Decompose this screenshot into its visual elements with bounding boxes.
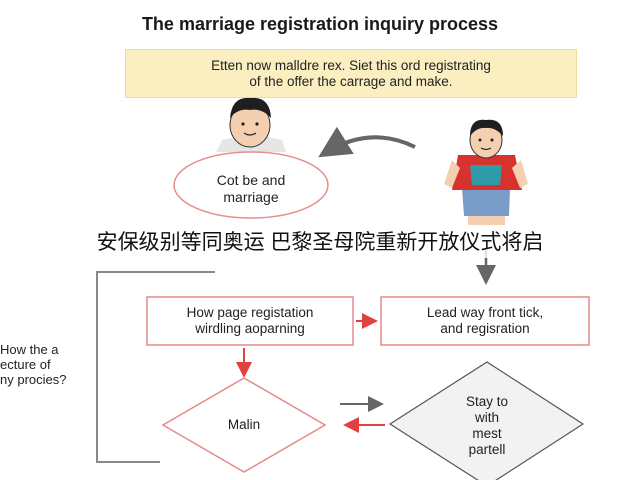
diamond-left-label: Malin [227,417,261,432]
curved-arrow [318,126,416,158]
overlay-caption: 安保级别等同奥运 巴黎圣母院重新开放仪式将启 [0,228,640,258]
box-right-line-1: Lead way front tick, [426,305,544,320]
diamond-right-line-1: Stay to [465,394,509,409]
box-right-line-2: and regisration [440,321,530,336]
diamond-right-line-3: mest [472,426,502,441]
box-left-label: How page registation wirdling aoparning [147,305,353,337]
box-left-line-2: wirdling aoparning [195,321,305,336]
left-connector-line [96,271,215,463]
diagram-title: The marriage registration inquiry proces… [141,14,499,34]
oval-line-1: Cot be and [216,172,286,188]
decision-diamond-left [161,377,327,473]
diamond-right-line-2: with [474,410,499,425]
start-oval [173,151,329,219]
oval-line-2: marriage [223,189,279,205]
step-box-right [380,296,590,346]
banner-line-2: of the offer the carrage and make. [249,74,453,89]
oval-label: Cot be and marriage [198,172,304,206]
diamond-right-label: Stay to with mest partell [447,394,527,458]
box-right-label: Lead way front tick, and regisration [381,305,589,337]
box-left-line-1: How page registation [186,305,314,320]
banner-line-1: Etten now malldre rex. Siet this ord reg… [211,58,491,73]
side-question: How the a ecture of ny procies? [0,342,110,387]
person-icon-right [444,119,528,225]
instruction-banner: Etten now malldre rex. Siet this ord reg… [125,49,577,98]
person-icon-left [216,97,286,152]
side-question-line-1: How the a [0,342,59,357]
side-question-line-3: ny procies? [0,372,67,387]
diamond-right-line-4: partell [468,442,506,457]
decision-diamond-right [388,361,585,480]
side-question-line-2: ecture of [0,357,51,372]
step-box-left [146,296,354,346]
